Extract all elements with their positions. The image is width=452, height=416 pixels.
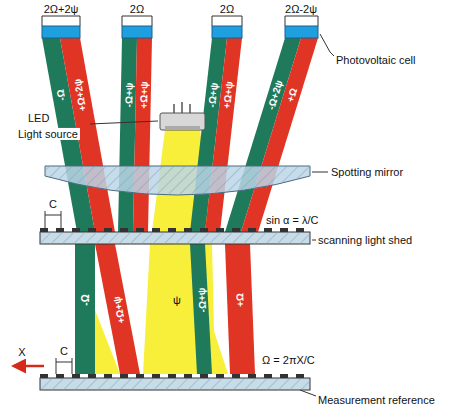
red-beam bbox=[225, 244, 255, 374]
dimension-tick bbox=[72, 358, 73, 374]
measurement-scale bbox=[40, 378, 310, 390]
part-name: Photovoltaic cell bbox=[336, 54, 416, 66]
grating-hatching bbox=[40, 232, 310, 244]
dimension-tick bbox=[45, 211, 46, 228]
scanning-grating bbox=[40, 232, 310, 244]
dimension-label: C bbox=[60, 345, 68, 357]
dimension-line bbox=[56, 362, 72, 363]
beam-label: +Ω bbox=[234, 293, 245, 307]
part-name: scanning light shed bbox=[318, 234, 412, 246]
led-body bbox=[160, 113, 205, 130]
direction-arrow bbox=[14, 365, 44, 368]
cell-bracket bbox=[285, 16, 318, 26]
beam-label: -Ω+ψ bbox=[123, 83, 134, 108]
beam-label: -Ω+ψ bbox=[196, 287, 208, 312]
part-name: LED bbox=[26, 112, 51, 124]
photovoltaic-cell bbox=[42, 26, 80, 38]
photovoltaic-cell bbox=[212, 26, 242, 38]
dimension-tick bbox=[56, 358, 57, 374]
beam-label: +Ω+ψ bbox=[138, 81, 149, 108]
beam-label: -Ω+2ψ bbox=[265, 79, 284, 111]
beam-label: -Ω bbox=[55, 88, 68, 101]
green-beam bbox=[190, 244, 212, 374]
dimension-line bbox=[45, 215, 61, 216]
dimension-tick bbox=[61, 211, 62, 228]
signal-name: 2Ω bbox=[220, 3, 234, 15]
leader-line bbox=[312, 240, 316, 241]
photovoltaic-cell bbox=[285, 26, 318, 38]
beam-label: ψ bbox=[173, 294, 181, 306]
leader-line bbox=[300, 390, 316, 396]
part-name: Spotting mirror bbox=[331, 166, 403, 178]
led-lens bbox=[165, 126, 200, 130]
part-name: Measurement reference bbox=[318, 394, 435, 406]
leader-line bbox=[312, 172, 328, 173]
part-name: Light source bbox=[16, 128, 80, 140]
beam-label: +Ω+ψ bbox=[221, 81, 235, 109]
mirror-hatching bbox=[45, 166, 310, 195]
led-light-lower bbox=[143, 244, 215, 374]
signal-name: 2Ω-2ψ bbox=[285, 3, 317, 15]
spotting-mirror bbox=[45, 166, 310, 195]
beam-label: +Ω+ψ bbox=[111, 296, 127, 325]
red-beam bbox=[133, 38, 152, 232]
dimension-label: C bbox=[49, 198, 57, 210]
signal-name: 2Ω+2ψ bbox=[44, 3, 79, 15]
green-beam bbox=[75, 244, 95, 374]
reference-teeth bbox=[40, 374, 310, 378]
signal-name: 2Ω bbox=[130, 3, 144, 15]
red-beam bbox=[241, 38, 318, 232]
beam-label: +Ω bbox=[285, 87, 300, 103]
cell-bracket bbox=[42, 16, 80, 26]
leader-line bbox=[320, 34, 334, 56]
cell-bracket bbox=[212, 16, 242, 26]
cell-bracket bbox=[122, 16, 152, 26]
formula: Ω = 2πX/C bbox=[262, 354, 315, 366]
axis-label: X bbox=[18, 346, 25, 358]
photovoltaic-cell bbox=[122, 26, 152, 38]
leader-line bbox=[90, 121, 158, 124]
beam-label: -Ω+ψ bbox=[206, 82, 220, 108]
red-beam bbox=[95, 244, 140, 374]
beam-label: +Ω+2ψ bbox=[72, 78, 89, 112]
led-pin bbox=[181, 102, 183, 114]
scale-hatching bbox=[40, 378, 310, 390]
formula: sin α = λ/C bbox=[266, 214, 319, 226]
grating-teeth bbox=[40, 228, 310, 232]
beam-label: -Ω bbox=[80, 294, 91, 305]
